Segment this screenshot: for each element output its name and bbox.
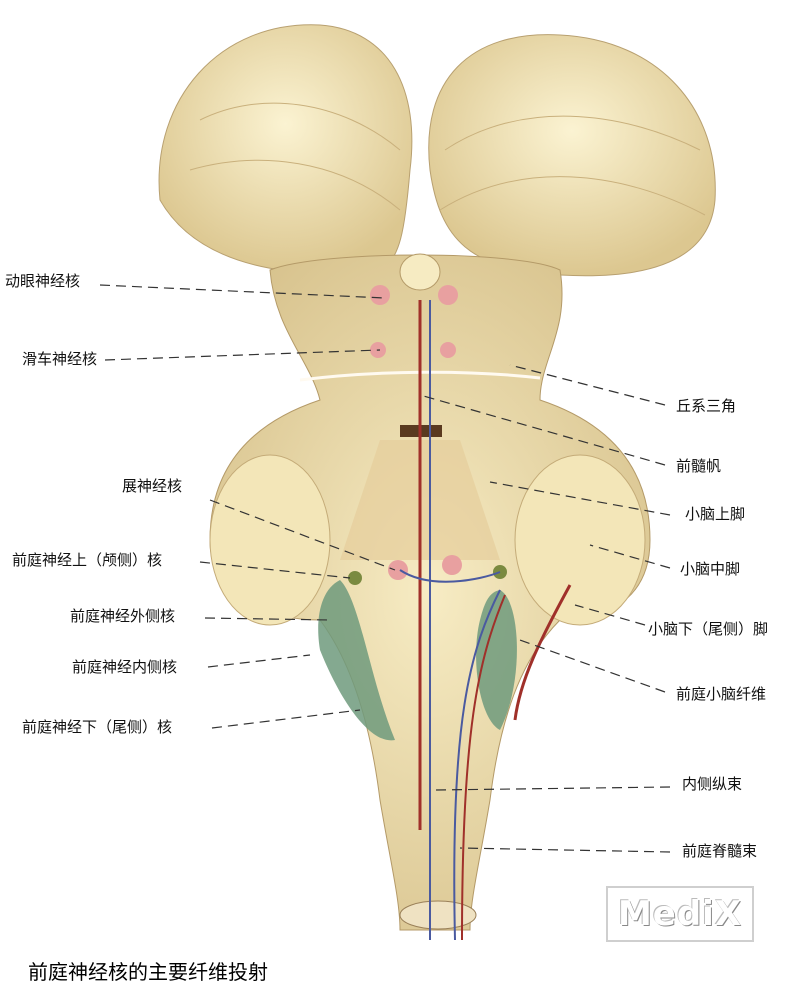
label-superior-vestibular-nucleus: 前庭神经上（颅侧）核: [12, 551, 163, 569]
label-medial-vestibular-nucleus: 前庭神经内侧核: [72, 658, 178, 676]
cerebellum-left: [158, 24, 413, 274]
leader-lines: [99, 284, 671, 853]
label-middle-cerebellar-peduncle: 小脑中脚: [680, 560, 741, 578]
vestibular-nuclei: [318, 565, 517, 741]
figure-caption: 前庭神经核的主要纤维投射: [28, 960, 268, 984]
label-inferior-cerebellar-peduncle: 小脑下（尾侧）脚: [648, 620, 769, 638]
label-vestibulocerebellar-fibers: 前庭小脑纤维: [676, 685, 767, 703]
label-inferior-vestibular-nucleus: 前庭神经下（尾侧）核: [22, 718, 173, 736]
label-trochlear-nucleus: 滑车神经核: [22, 350, 98, 368]
label-medial-longitudinal-fasciculus: 内侧纵束: [682, 775, 743, 793]
label-vestibulospinal-tract: 前庭脊髓束: [682, 842, 758, 860]
label-oculomotor-nucleus: 动眼神经核: [5, 272, 81, 290]
label-lemniscal-trigone: 丘系三角: [676, 397, 737, 415]
cerebellum-right: [428, 34, 716, 277]
label-abducens-nucleus: 展神经核: [122, 477, 183, 495]
label-superior-cerebellar-peduncle: 小脑上脚: [685, 505, 746, 523]
watermark-logo: MediX: [606, 886, 754, 942]
tracts: [399, 300, 572, 941]
label-lateral-vestibular-nucleus: 前庭神经外侧核: [70, 607, 176, 625]
label-superior-medullary-velum: 前髓帆: [676, 457, 722, 475]
